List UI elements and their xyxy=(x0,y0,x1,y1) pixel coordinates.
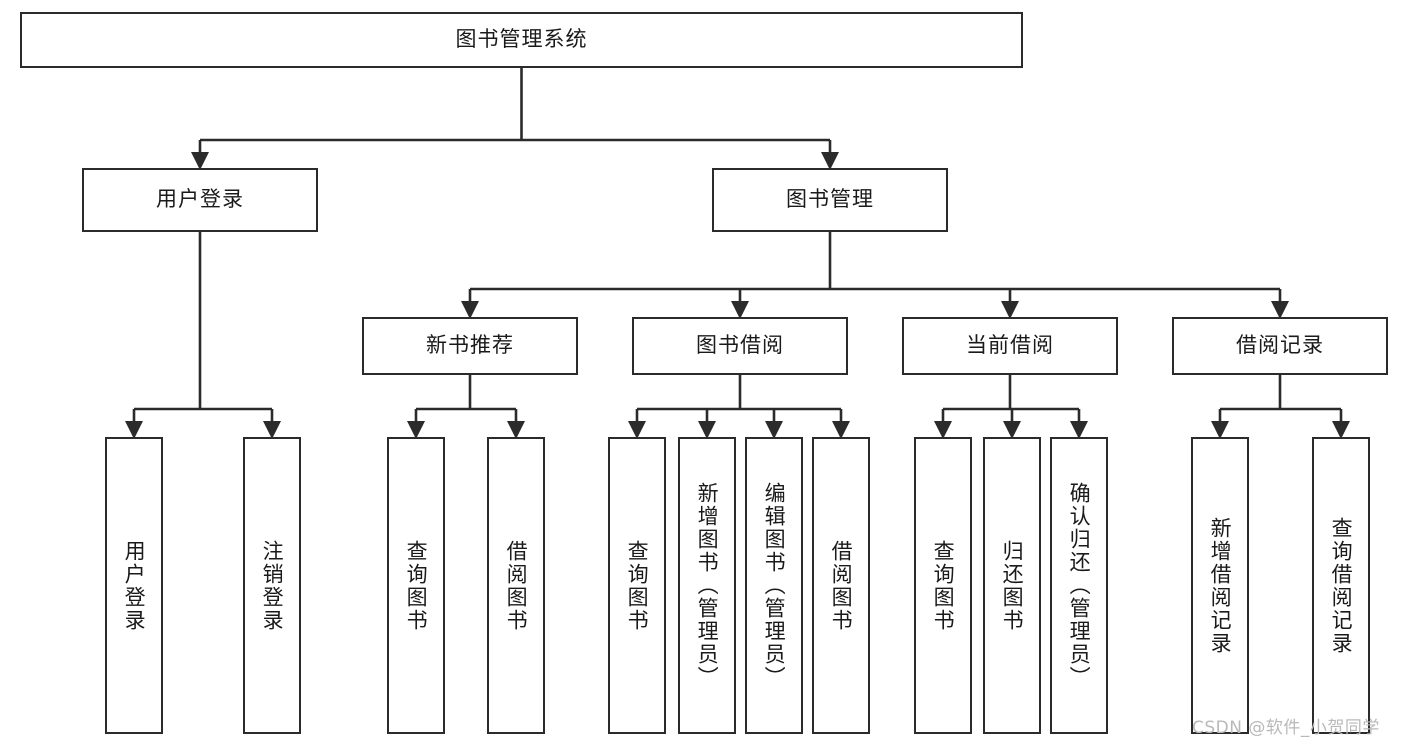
leaf-user-login[interactable]: 用户登录 xyxy=(105,437,163,734)
leaf-logout-login-label: 注销登录 xyxy=(260,539,285,632)
leaf-borrow-book-1[interactable]: 借阅图书 xyxy=(487,437,545,734)
node-borrow-record[interactable]: 借阅记录 xyxy=(1172,317,1388,375)
node-root[interactable]: 图书管理系统 xyxy=(20,12,1023,68)
node-book-borrow-label: 图书借阅 xyxy=(696,333,784,358)
leaf-add-book-admin-label: 新增图书（管理员） xyxy=(695,482,720,689)
leaf-user-login-label: 用户登录 xyxy=(122,539,147,632)
leaf-add-book-admin[interactable]: 新增图书（管理员） xyxy=(678,437,736,734)
node-current-borrow-label: 当前借阅 xyxy=(966,333,1054,358)
leaf-confirm-return-admin-label: 确认归还（管理员） xyxy=(1067,482,1092,689)
leaf-edit-book-admin-label: 编辑图书（管理员） xyxy=(762,482,787,689)
leaf-add-borrow-record[interactable]: 新增借阅记录 xyxy=(1191,437,1249,734)
node-user-login-label: 用户登录 xyxy=(156,187,244,212)
leaf-borrow-book-2-label: 借阅图书 xyxy=(829,539,854,632)
node-book-borrow[interactable]: 图书借阅 xyxy=(632,317,848,375)
leaf-return-book-label: 归还图书 xyxy=(1000,539,1025,632)
leaf-query-borrow-record[interactable]: 查询借阅记录 xyxy=(1312,437,1370,734)
node-new-book-recommend-label: 新书推荐 xyxy=(426,333,514,358)
leaf-borrow-book-2[interactable]: 借阅图书 xyxy=(812,437,870,734)
leaf-return-book[interactable]: 归还图书 xyxy=(983,437,1041,734)
leaf-edit-book-admin[interactable]: 编辑图书（管理员） xyxy=(745,437,803,734)
csdn-watermark: CSDN @软件_小贺同学 xyxy=(1192,718,1380,738)
leaf-query-book-2[interactable]: 查询图书 xyxy=(608,437,666,734)
leaf-logout-login[interactable]: 注销登录 xyxy=(243,437,301,734)
node-root-label: 图书管理系统 xyxy=(455,27,588,52)
node-user-login[interactable]: 用户登录 xyxy=(82,168,318,232)
leaf-query-book-1[interactable]: 查询图书 xyxy=(387,437,445,734)
leaf-query-borrow-record-label: 查询借阅记录 xyxy=(1329,516,1354,655)
leaf-query-book-3[interactable]: 查询图书 xyxy=(914,437,972,734)
node-book-management[interactable]: 图书管理 xyxy=(712,168,948,232)
node-book-management-label: 图书管理 xyxy=(786,187,874,212)
node-borrow-record-label: 借阅记录 xyxy=(1236,333,1324,358)
leaf-confirm-return-admin[interactable]: 确认归还（管理员） xyxy=(1050,437,1108,734)
leaf-add-borrow-record-label: 新增借阅记录 xyxy=(1208,516,1233,655)
leaf-query-book-2-label: 查询图书 xyxy=(625,539,650,632)
leaf-query-book-1-label: 查询图书 xyxy=(404,539,429,632)
node-current-borrow[interactable]: 当前借阅 xyxy=(902,317,1118,375)
node-new-book-recommend[interactable]: 新书推荐 xyxy=(362,317,578,375)
leaf-query-book-3-label: 查询图书 xyxy=(931,539,956,632)
leaf-borrow-book-1-label: 借阅图书 xyxy=(504,539,529,632)
